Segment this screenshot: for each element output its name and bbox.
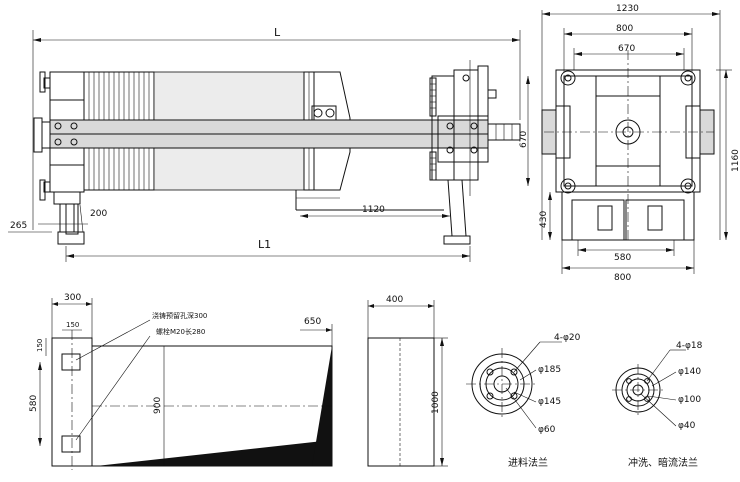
wash-flange: 4-φ18 φ140 φ100 φ40 冲洗、暗流法兰	[612, 341, 703, 469]
side-view: 1230 800 670	[519, 4, 740, 283]
dim-L: L	[274, 26, 281, 39]
wash-flange-caption: 冲洗、暗流法兰	[628, 456, 698, 469]
feed-flange: 4-φ20 φ185 φ145 φ60 进料法兰	[466, 333, 581, 469]
dim-265: 265	[10, 221, 27, 231]
dim-670-width: 670	[618, 44, 635, 54]
wash-flange-d1: φ140	[678, 367, 701, 377]
dim-200: 200	[90, 209, 107, 219]
wash-flange-d3: φ40	[678, 421, 696, 431]
dim-900: 900	[153, 397, 163, 414]
feed-flange-d2: φ145	[538, 397, 561, 407]
wash-flange-d2: φ100	[678, 395, 701, 405]
dim-1000: 1000	[431, 391, 441, 414]
dim-300: 300	[64, 293, 81, 303]
feed-flange-caption: 进料法兰	[508, 456, 548, 469]
foundation-end-block	[367, 337, 435, 467]
feed-flange-holes: 4-φ20	[554, 333, 581, 343]
dim-430: 430	[539, 211, 549, 228]
dim-1120: 1120	[362, 205, 385, 215]
dim-1160: 1160	[731, 149, 740, 172]
drive-unit	[429, 60, 521, 245]
movable-head	[313, 71, 351, 191]
note-bolt: 螺栓M20长280	[156, 327, 205, 336]
dim-580-side: 580	[614, 253, 631, 263]
dim-400: 400	[386, 295, 403, 305]
feed-flange-d3: φ60	[538, 425, 556, 435]
dim-150-height: 150	[36, 339, 44, 352]
feed-flange-d1: φ185	[538, 365, 561, 375]
dim-800-bottom: 800	[614, 273, 631, 283]
dim-L1: L1	[258, 238, 271, 251]
dim-670-height: 670	[519, 131, 529, 148]
foundation-view: 300 150 150 580 浇铸预留孔深300 螺栓M20长280 900	[29, 293, 448, 470]
dim-650: 650	[304, 317, 321, 327]
dim-150-width: 150	[66, 321, 79, 329]
dim-1230: 1230	[616, 4, 639, 14]
dim-580-foundation: 580	[29, 395, 39, 412]
front-view: L	[8, 26, 521, 262]
dim-800-top: 800	[616, 24, 633, 34]
note-reserved-hole: 浇铸预留孔深300	[152, 311, 207, 320]
wash-flange-holes: 4-φ18	[676, 341, 703, 351]
